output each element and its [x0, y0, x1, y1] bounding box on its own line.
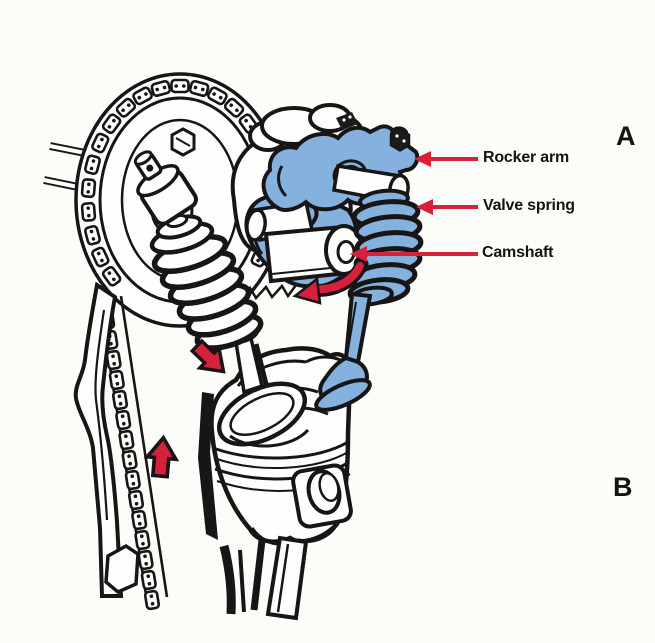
chain-guide-foot [104, 543, 140, 595]
camshaft-rotation-arrow-icon [292, 257, 369, 305]
wrist-pin [291, 463, 353, 529]
leader-arrow-icon [416, 199, 433, 215]
rocker-adjuster-bolt [336, 112, 358, 130]
callout-label-rocker-arm: Rocker arm [483, 149, 570, 166]
callout-leader-rocker-arm [414, 151, 478, 167]
panel-letter-b: B [613, 472, 633, 502]
callout-leader-valve-spring [416, 199, 478, 215]
closed-valve-head [314, 378, 372, 412]
callout-leader-camshaft [350, 246, 478, 262]
panel-letter-a: A [616, 121, 636, 151]
timing-chain-run [95, 289, 169, 611]
chain-guide [73, 281, 140, 598]
leader-arrow-icon [414, 151, 431, 167]
cylinder-wall-shadow [198, 392, 218, 540]
camshaft-cylinder [263, 224, 364, 284]
valve-spring-highlighted [347, 188, 424, 307]
valve-motion-arrow-icon [189, 338, 226, 374]
sprocket-bolt [170, 127, 196, 157]
valve-spring-left [149, 213, 264, 351]
callout-label-valve-spring: Valve spring [483, 197, 575, 214]
open-valve [216, 323, 310, 448]
chain-motion-arrow-icon [143, 434, 180, 479]
chain-run-links [95, 289, 161, 611]
leader-arrow-icon [350, 246, 367, 262]
closed-valve-highlighted [314, 291, 373, 412]
rocker-nut [389, 128, 411, 152]
tappet-bucket [133, 150, 198, 226]
open-valve-head [216, 381, 308, 447]
connecting-rod [219, 535, 309, 621]
callout-label-camshaft: Camshaft [482, 244, 554, 261]
